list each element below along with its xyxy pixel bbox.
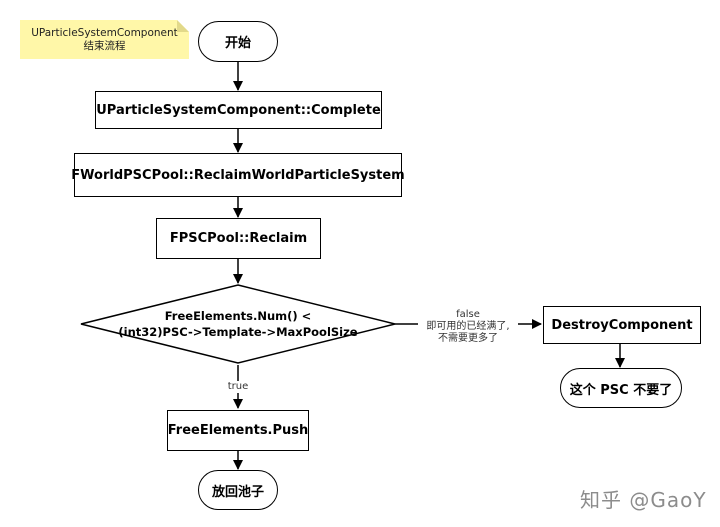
node-destroy: DestroyComponent xyxy=(543,306,701,344)
node-pool-reclaim: FPSCPool::Reclaim xyxy=(156,218,321,259)
watermark: 知乎 @GaoY xyxy=(580,488,707,512)
flow-note: UParticleSystemComponent 结束流程 xyxy=(20,20,189,59)
true-label: true xyxy=(227,381,249,392)
edge-label-false: false 即可用的已经满了, 不需要更多了 xyxy=(418,309,518,345)
node-not-needed-label: 这个 PSC 不要了 xyxy=(569,382,673,398)
node-pool-reclaim-label: FPSCPool::Reclaim xyxy=(169,231,308,246)
note-line-2: 结束流程 xyxy=(83,40,126,52)
false-label: false xyxy=(456,309,480,320)
edge-label-true: true xyxy=(222,381,254,393)
decision-diamond xyxy=(80,284,396,364)
decision-line-1: FreeElements.Num() < xyxy=(164,309,312,323)
false-note-line-1: 即可用的已经满了, xyxy=(426,321,510,332)
node-reclaim-world: FWorldPSCPool::ReclaimWorldParticleSyste… xyxy=(71,153,405,197)
node-push-label: FreeElements.Push xyxy=(167,423,309,438)
decision-line-2: (int32)PSC->Template->MaxPoolSize xyxy=(118,325,358,339)
node-not-needed: 这个 PSC 不要了 xyxy=(560,368,682,408)
note-line-1: UParticleSystemComponent xyxy=(31,27,178,39)
false-note-line-2: 不需要更多了 xyxy=(438,333,498,344)
node-complete: UParticleSystemComponent::Complete xyxy=(95,91,382,129)
node-complete-label: UParticleSystemComponent::Complete xyxy=(96,102,381,118)
node-reclaim-world-label: FWorldPSCPool::ReclaimWorldParticleSyste… xyxy=(71,167,405,183)
node-back-to-pool: 放回池子 xyxy=(198,470,278,510)
node-start-label: 开始 xyxy=(224,36,251,51)
node-destroy-label: DestroyComponent xyxy=(551,317,693,333)
decision-text: FreeElements.Num() < (int32)PSC->Templat… xyxy=(100,308,376,340)
node-start: 开始 xyxy=(198,21,278,62)
node-push: FreeElements.Push xyxy=(167,410,309,451)
node-back-to-pool-label: 放回池子 xyxy=(211,484,264,500)
